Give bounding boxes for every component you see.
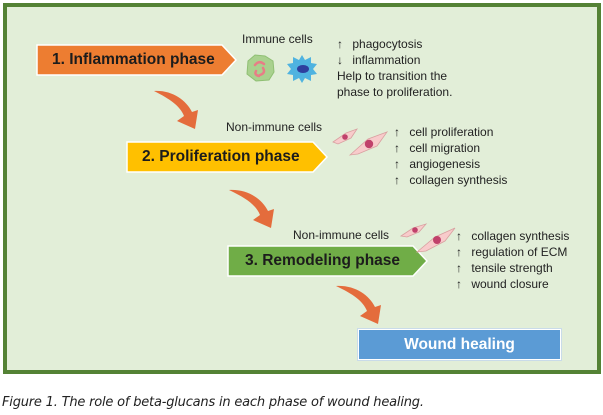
- effect-text: wound closure: [471, 277, 549, 291]
- effect-text: phagocytosis: [352, 37, 423, 51]
- up-arrow-icon: ↑: [456, 229, 462, 243]
- effect-item: ↑ wound closure: [456, 276, 569, 292]
- flow-arrow-2-icon: [229, 189, 274, 228]
- effect-text: tensile strength: [471, 261, 553, 275]
- phase-box-shape: [36, 44, 238, 76]
- proliferation-phase-label: 2. Proliferation phase: [142, 148, 300, 165]
- effect-text: inflammation: [352, 53, 421, 67]
- up-arrow-icon: ↑: [456, 245, 462, 259]
- effect-item: ↑ regulation of ECM: [456, 244, 569, 260]
- figure-caption: Figure 1. The role of beta-glucans in ea…: [2, 395, 424, 410]
- up-arrow-icon: ↑: [394, 173, 400, 187]
- fibroblast-cells-icon: [332, 128, 389, 156]
- inflammation-phase-label: 1. Inflammation phase: [52, 51, 215, 68]
- up-arrow-icon: ↑: [394, 157, 400, 171]
- effect-item: ↑ angiogenesis: [394, 156, 507, 172]
- effect-item: phase to proliferation.: [337, 85, 453, 99]
- down-arrow-icon: ↓: [337, 53, 343, 67]
- neutrophil-cell-icon: [246, 54, 275, 82]
- effect-item: ↑ cell proliferation: [394, 124, 507, 140]
- non-immune-cells-label: Non-immune cells: [226, 120, 323, 134]
- flow-arrow-1-icon: [154, 90, 198, 129]
- proliferation-effects-list: ↑ cell proliferation ↑ cell migration ↑ …: [394, 124, 507, 188]
- up-arrow-icon: ↑: [337, 37, 343, 51]
- effect-item: ↑ collagen synthesis: [394, 172, 507, 188]
- remodeling-phase-label: 3. Remodeling phase: [245, 252, 401, 269]
- up-arrow-icon: ↑: [394, 141, 400, 155]
- effect-text: regulation of ECM: [471, 245, 568, 259]
- effect-item: ↓ inflammation: [337, 52, 452, 68]
- up-arrow-icon: ↑: [456, 277, 462, 291]
- remodeling-phase-box: 3. Remodeling phase: [227, 245, 429, 277]
- inflammation-effects-list: ↑ phagocytosis ↓ inflammation Help to tr…: [337, 36, 452, 100]
- proliferation-phase-box: 2. Proliferation phase: [126, 141, 329, 173]
- remodeling-effects-list: ↑ collagen synthesis ↑ regulation of ECM…: [456, 228, 569, 292]
- up-arrow-icon: ↑: [456, 261, 462, 275]
- effect-text: cell migration: [409, 141, 481, 155]
- effect-text: collagen synthesis: [409, 173, 508, 187]
- phase-box-shape: [227, 245, 429, 277]
- effect-text: cell proliferation: [409, 125, 494, 139]
- effect-item: ↑ phagocytosis: [337, 36, 452, 52]
- effect-text: angiogenesis: [409, 157, 481, 171]
- effect-item: ↑ cell migration: [394, 140, 507, 156]
- effect-text: collagen synthesis: [471, 229, 570, 243]
- effect-item: ↑ tensile strength: [456, 260, 569, 276]
- flow-arrow-3-icon: [336, 285, 381, 324]
- up-arrow-icon: ↑: [394, 125, 400, 139]
- phase-box-shape: [126, 141, 329, 173]
- immune-cells-label: Immune cells: [242, 32, 313, 46]
- wound-healing-box: Wound healing: [358, 329, 561, 360]
- non-immune-cells-label: Non-immune cells: [293, 228, 390, 242]
- fibroblast-cells-icon: [399, 223, 456, 253]
- effect-item: Help to transition the: [337, 69, 448, 83]
- inflammation-phase-box: 1. Inflammation phase: [36, 44, 238, 76]
- macrophage-cell-icon: [287, 55, 317, 83]
- effect-item: ↑ collagen synthesis: [456, 228, 569, 244]
